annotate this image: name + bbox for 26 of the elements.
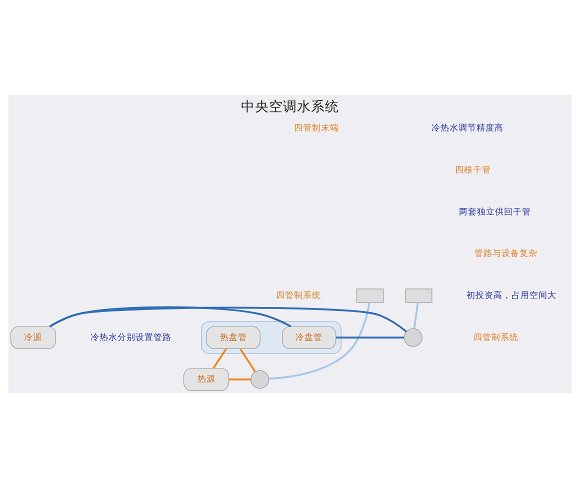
node-box — [356, 288, 384, 302]
label: 四管制末端 — [294, 123, 339, 134]
node-box — [405, 288, 432, 302]
connector — [240, 348, 256, 372]
label: 初投资高，占用空间大 — [466, 290, 557, 300]
label: 冷热水调节精度高 — [431, 123, 504, 134]
connector — [49, 306, 407, 332]
connector — [413, 302, 419, 328]
label: 管路与设备复杂 — [474, 248, 538, 259]
node-box: 冷源 — [10, 326, 56, 348]
label: 两套独立供回干管 — [459, 206, 532, 217]
connector — [336, 336, 404, 338]
connector — [212, 348, 227, 368]
label: 四管制系统 — [276, 290, 322, 300]
cluster — [201, 320, 342, 354]
connector — [268, 302, 370, 380]
node-box: 热盘管 — [206, 326, 260, 348]
node-box: 冷盘管 — [282, 326, 336, 348]
node-box: 热源 — [183, 368, 230, 390]
diagram-title: 中央空调水系统 — [241, 98, 339, 114]
label: 冷热水分别设置管路 — [90, 332, 172, 342]
node-circle — [250, 370, 270, 388]
node-circle — [404, 328, 422, 346]
connector — [228, 378, 251, 380]
label: 四根干管 — [454, 164, 491, 175]
label: 四管制系统 — [474, 332, 519, 342]
